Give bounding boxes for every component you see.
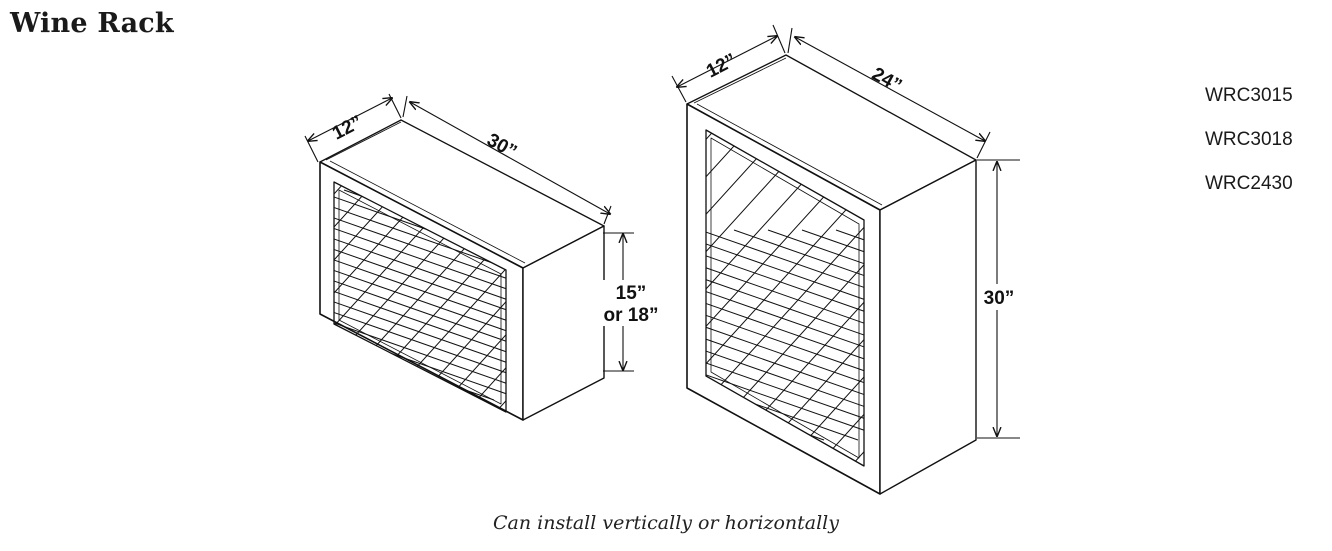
small-cabinet-depth-label: 12” xyxy=(329,112,366,145)
large-cabinet-side xyxy=(879,159,977,495)
model-code-wrc2430: WRC2430 xyxy=(1205,173,1293,194)
small-height-label-bg xyxy=(601,280,661,326)
small-cabinet-height-label: 15” xyxy=(616,283,647,304)
large-cabinet-width-label: 24” xyxy=(868,64,905,97)
large-height-label-bg xyxy=(978,284,1022,310)
large-cabinet-frame-opening xyxy=(705,129,865,467)
large-cabinet-depth-label: 12” xyxy=(703,50,740,83)
install-caption: Can install vertically or horizontally xyxy=(493,512,839,534)
large-cabinet xyxy=(686,54,977,495)
small-cabinet-side xyxy=(522,225,605,421)
small-cabinet-frame-opening xyxy=(333,181,507,413)
small-cabinet-width-label: 30” xyxy=(483,130,520,163)
model-code-wrc3015: WRC3015 xyxy=(1205,85,1293,106)
small-cabinet xyxy=(319,119,605,421)
large-cabinet-height-label: 30” xyxy=(984,288,1015,309)
small-cabinet-dimensions xyxy=(304,93,634,372)
model-code-list: WRC3015 WRC3018 WRC2430 xyxy=(1205,84,1293,216)
small-cabinet-height-label-alt: or 18” xyxy=(604,305,659,326)
page-title: Wine Rack xyxy=(10,8,174,39)
model-code-wrc3018: WRC3018 xyxy=(1205,129,1293,150)
